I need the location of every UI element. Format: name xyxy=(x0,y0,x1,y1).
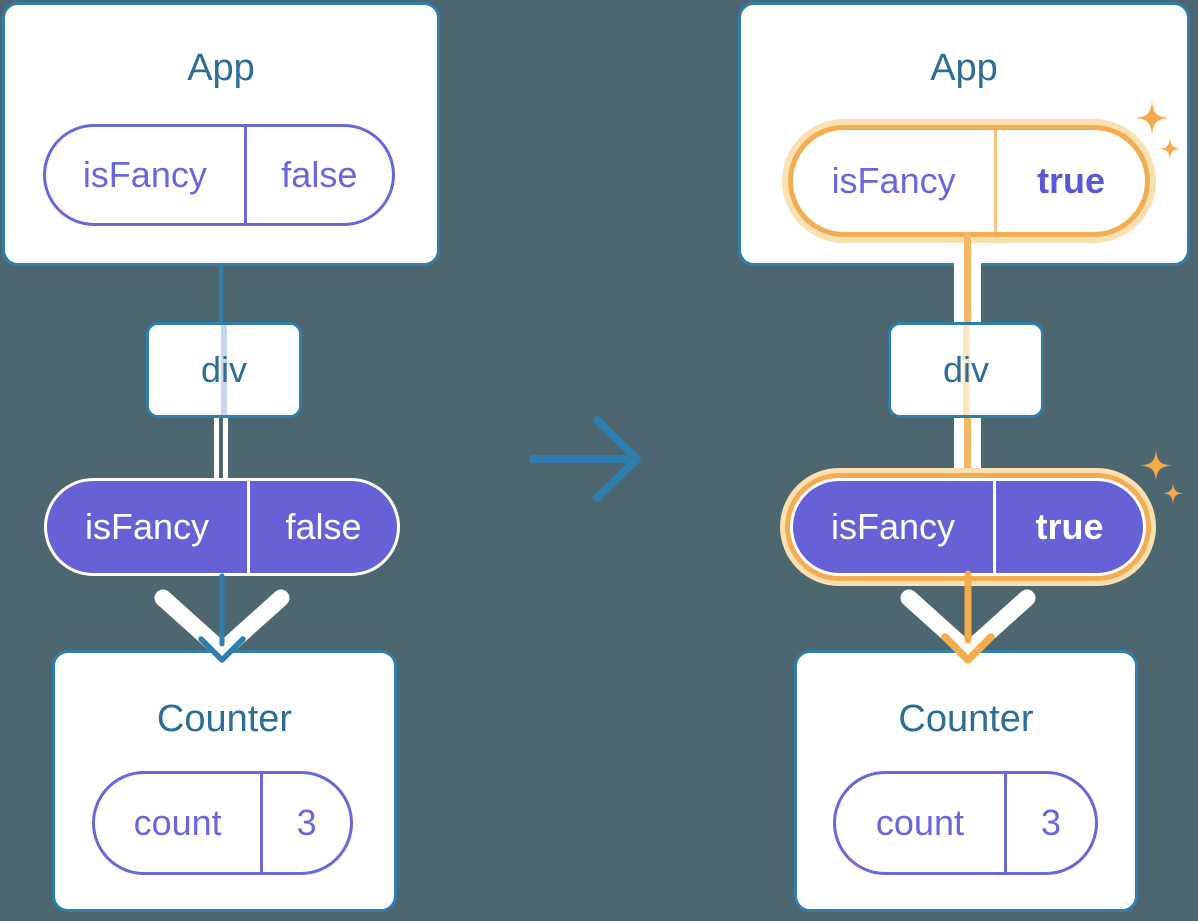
after-counter-state-pill: count 3 xyxy=(833,771,1098,875)
sparkle-icon xyxy=(1140,450,1184,504)
before-app-title: App xyxy=(187,47,255,89)
after-counter-state-value: 3 xyxy=(1040,802,1061,843)
after-counter-title: Counter xyxy=(898,698,1034,740)
after-app-prop-name: isFancy xyxy=(793,130,998,232)
before-counter-card: Counter count 3 xyxy=(52,650,397,912)
after-counter-state-name: count xyxy=(836,774,1007,872)
after-app-to-div-core xyxy=(964,263,971,323)
after-app-to-div-line xyxy=(954,263,981,323)
after-div-box: div xyxy=(888,322,1044,418)
before-counter-state-value: 3 xyxy=(296,802,317,843)
before-counter-state-name: count xyxy=(95,774,264,872)
after-div-through-line xyxy=(963,325,970,415)
after-app-title: App xyxy=(930,47,998,89)
after-app-prop-value: true xyxy=(1037,160,1106,201)
before-div-box: div xyxy=(146,322,302,418)
sparkle-icon xyxy=(1135,101,1181,160)
after-div-to-pill-line xyxy=(954,416,981,480)
after-passed-prop-pill: isFancy true xyxy=(790,478,1146,576)
after-arrow-down-icon xyxy=(900,570,1036,664)
after-passed-prop-value: true xyxy=(1035,506,1104,547)
before-div-to-pill-line xyxy=(214,416,228,480)
before-app-prop-pill: isFancy false xyxy=(43,124,395,226)
before-counter-title: Counter xyxy=(156,698,293,740)
after-passed-prop-name: isFancy xyxy=(793,481,996,573)
before-app-card: App isFancy false xyxy=(2,2,440,266)
before-passed-prop-value: false xyxy=(285,506,362,547)
before-app-prop-name: isFancy xyxy=(46,127,247,223)
before-passed-prop-name: isFancy xyxy=(47,481,250,573)
before-div-through-line xyxy=(221,325,227,415)
before-passed-prop-pill: isFancy false xyxy=(44,478,400,576)
before-arrow-down-icon xyxy=(154,573,290,663)
after-app-card: App isFancy true xyxy=(738,2,1190,266)
after-div-to-pill-core xyxy=(964,416,971,480)
after-div-label: div xyxy=(942,349,990,390)
before-counter-state-pill: count 3 xyxy=(92,771,353,875)
before-div-label: div xyxy=(200,349,248,390)
before-app-to-div-line xyxy=(219,264,223,324)
after-app-prop-pill: isFancy true xyxy=(788,125,1150,237)
after-pill-to-card-line xyxy=(964,232,971,266)
before-app-prop-value: false xyxy=(281,154,358,195)
arrow-right-icon xyxy=(529,416,641,502)
after-counter-card: Counter count 3 xyxy=(794,650,1138,912)
